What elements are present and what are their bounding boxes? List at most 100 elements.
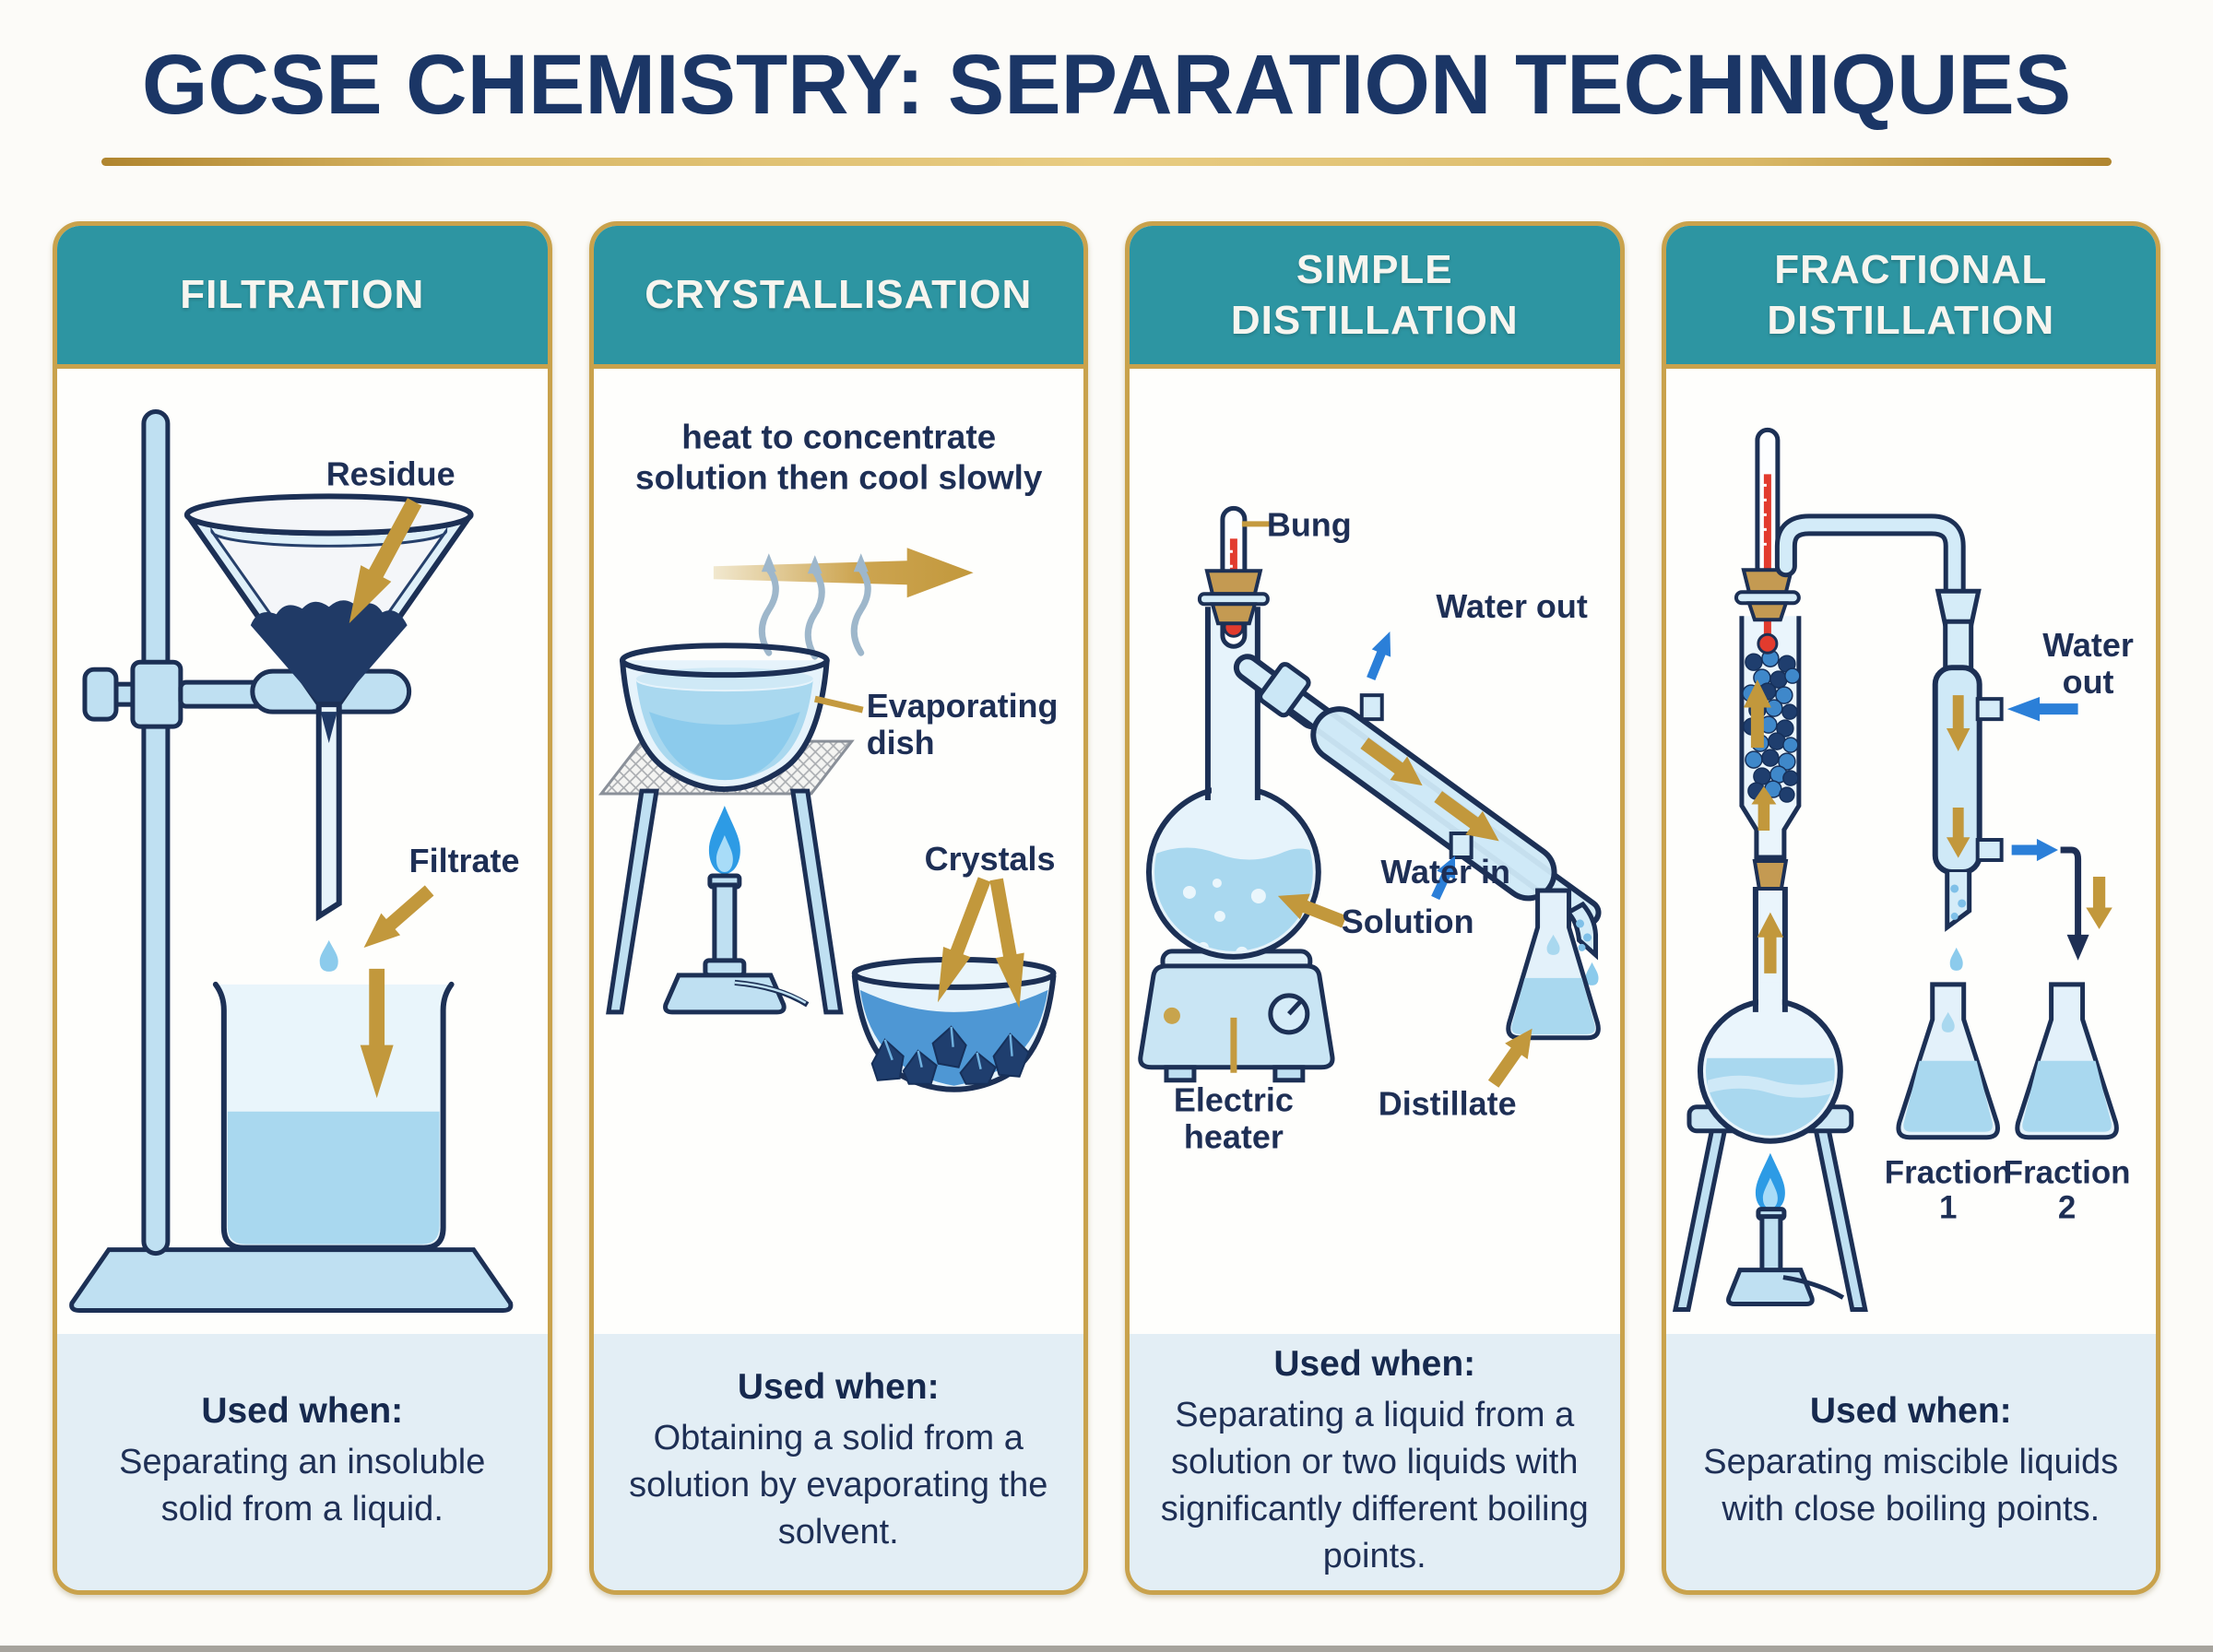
water-out-label-line1: Water [2042,626,2134,664]
dish-pointer-line [813,695,864,714]
crystals-label: Crystals [924,840,1055,878]
card-filtration-footer: Used when: Separating an insoluble solid… [57,1333,548,1590]
card-filtration: FILTRATION [53,220,552,1595]
card-crystallisation-body: heat to concentrate solution then cool s… [594,369,1084,1334]
funnel-stem [315,701,342,921]
card-fractional-distillation-header: FRACTIONAL DISTILLATION [1665,225,2156,369]
crystals-solid [870,1024,1030,1085]
water-in-port [1975,837,2004,862]
evaporating-dish-label-line2: dish [866,724,934,761]
clamp [82,659,412,729]
crystallisation-diagram: heat to concentrate solution then cool s… [598,418,1058,1092]
title-underline [101,157,2112,166]
drop-icon [319,939,338,972]
fraction2-label-line2: 2 [2057,1189,2075,1225]
retort-stand [69,408,514,1313]
used-when-text: Obtaining a solid from a solution by eva… [629,1419,1048,1552]
water-out-label: Water out [1436,587,1587,625]
bung [1197,568,1270,625]
condenser-spout [1564,901,1599,961]
condenser-tip [1944,871,1971,932]
electric-heater [1138,948,1335,1082]
card-simple-distillation-body: Bung Water out Water in Solution Electri… [1130,369,1620,1334]
bung-label: Bung [1267,505,1352,543]
fractional-distillation-diagram: Water out Fraction 1 Fraction 2 [1672,427,2134,1312]
card-crystallisation-header: CRYSTALLISATION [593,225,1083,369]
bung [1734,567,1801,621]
card-fractional-distillation: FRACTIONAL DISTILLATION [1661,220,2160,1595]
process-arrow-icon [713,547,974,597]
steam-icon [758,565,871,660]
card-fractional-distillation-title: FRACTIONAL DISTILLATION [1767,246,2055,343]
used-when-heading: Used when: [737,1367,940,1408]
card-simple-distillation-header: SIMPLE DISTILLATION [1130,225,1620,369]
used-when-text: Separating miscible liquids with close b… [1703,1442,2119,1528]
water-out-arrow-icon [1361,627,1400,682]
water-in-label: Water in [1380,853,1510,891]
fraction2-label-line1: Fraction [2003,1154,2130,1190]
filtrate-label: Filtrate [409,842,520,879]
fraction2-gold-arrow-icon [2085,876,2112,929]
fraction-flask-1 [1895,981,2000,1139]
water-in-port [1449,831,1473,859]
vapour-bridge-tube [1774,513,1966,601]
card-simple-distillation-title: SIMPLE DISTILLATION [1230,246,1519,343]
funnel [183,492,474,921]
card-filtration-title: FILTRATION [180,272,425,318]
bunsen-burner [1725,1152,1844,1306]
residue-solid [250,599,408,717]
fractionating-column [1738,615,1801,891]
fraction2-route-arrow-icon [2060,846,2089,961]
residue-label: Residue [326,454,456,492]
filtrate-liquid [227,1111,440,1245]
water-out-port [1359,692,1384,721]
thermometer [1754,427,1780,655]
used-when-heading: Used when: [1809,1390,2012,1431]
bottom-edge-strip [0,1646,2213,1652]
page-title: GCSE CHEMISTRY: SEPARATION TECHNIQUES [141,38,2072,132]
fraction1-label-line2: 1 [1938,1189,1956,1225]
column-bung [1752,858,1788,891]
water-out-label-line2: out [2062,663,2113,701]
tripod [605,788,844,1014]
fraction1-label-line1: Fraction [1884,1154,2011,1190]
residue-in-stem [320,711,337,743]
fraction-flask-2 [2014,981,2119,1139]
card-crystallisation-footer: Used when: Obtaining a solid from a solu… [593,1333,1083,1590]
steam-arrowheads [761,552,869,573]
condenser [1932,588,2004,932]
distillate-label: Distillate [1379,1084,1517,1122]
electric-heater-label-line1: Electric [1174,1080,1294,1118]
heat-note-line1: heat to concentrate [681,418,996,455]
technique-cards: FILTRATION [0,220,2213,1595]
drop-icon [1949,947,1963,971]
crystals-bowl [851,956,1057,1092]
water-out-port [1975,696,2004,721]
column-beads [1741,649,1801,803]
heat-note-line2: solution then cool slowly [635,458,1043,496]
card-fractional-distillation-footer: Used when: Separating miscible liquids w… [1665,1333,2156,1590]
used-when-text: Separating a liquid from a solution or t… [1160,1395,1589,1575]
beaker [212,981,455,1251]
filtrate-arrow-icon [354,879,439,959]
used-when-text: Separating an insoluble solid from a liq… [119,1442,486,1528]
electric-heater-label-line2: heater [1184,1117,1284,1155]
heater-light-icon [1163,1007,1180,1024]
card-filtration-body: Residue Filtrate [57,369,548,1334]
fraction2-blue-arrow-icon [2011,838,2058,861]
card-filtration-header: FILTRATION [57,225,548,369]
simple-distillation-diagram: Bung Water out Water in Solution Electri… [1138,505,1602,1155]
round-flask [1697,886,1843,1144]
conical-flask [1506,888,1601,1040]
card-crystallisation: CRYSTALLISATION heat to concentrate solu… [588,220,1088,1595]
evaporating-dish [619,642,830,792]
evaporating-dish-label-line1: Evaporating [866,687,1058,725]
card-simple-distillation-footer: Used when: Separating a liquid from a so… [1130,1333,1620,1590]
used-when-heading: Used when: [201,1390,404,1431]
card-fractional-distillation-body: Water out Fraction 1 Fraction 2 [1666,369,2157,1334]
card-simple-distillation: SIMPLE DISTILLATION [1125,220,1625,1595]
solution-liquid [1154,847,1313,951]
dish-liquid-deep [648,711,800,780]
solution-label: Solution [1342,903,1474,940]
